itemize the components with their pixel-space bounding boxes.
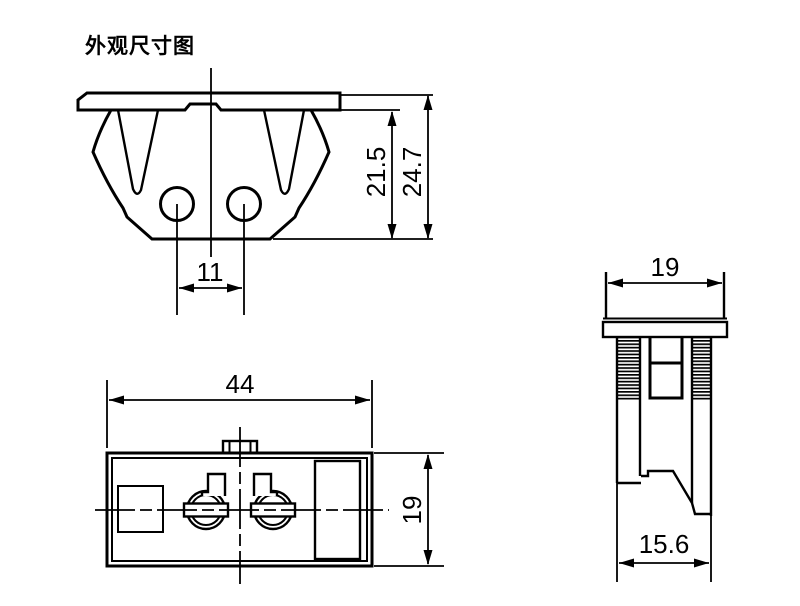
side-view: 19 15.6 (601, 252, 729, 582)
dim-hole-spacing-label: 11 (197, 257, 224, 287)
arrowhead (619, 558, 634, 568)
dim-height-total-label: 24.7 (397, 147, 427, 198)
arrowhead (608, 278, 623, 288)
plunger-slot (648, 337, 684, 400)
terminal-right-key (252, 472, 279, 496)
serration-left (617, 338, 640, 400)
arrowhead (694, 558, 709, 568)
arrowhead (423, 224, 433, 239)
dim-body-width-label: 15.6 (639, 529, 690, 559)
arrowhead (387, 224, 397, 239)
serration-right (692, 338, 712, 400)
wing-slot-right (262, 109, 306, 195)
flange-outline (76, 91, 342, 112)
bottom-view: 44 19 (95, 369, 444, 584)
body-step-profile (641, 469, 711, 516)
arrowhead (179, 283, 194, 293)
arrowhead (227, 283, 242, 293)
arrowhead (707, 278, 722, 288)
arrowhead (423, 454, 433, 469)
arrowhead (109, 395, 124, 405)
flange-cap (601, 320, 729, 339)
arrowhead (355, 395, 370, 405)
terminal-left-key (200, 472, 227, 496)
dim-height-flange-label: 21.5 (361, 147, 391, 198)
dim-depth-label: 19 (397, 496, 427, 525)
wing-slot-left (116, 109, 160, 195)
arrowhead (423, 95, 433, 110)
drawing-title: 外观尺寸图 (85, 34, 195, 58)
arrowhead (387, 111, 397, 126)
dim-top-width-label: 19 (651, 252, 680, 282)
front-view: 11 21.5 24.7 (76, 68, 433, 315)
dim-width-label: 44 (226, 369, 255, 399)
cavity-square (117, 485, 164, 533)
arrowhead (423, 550, 433, 565)
